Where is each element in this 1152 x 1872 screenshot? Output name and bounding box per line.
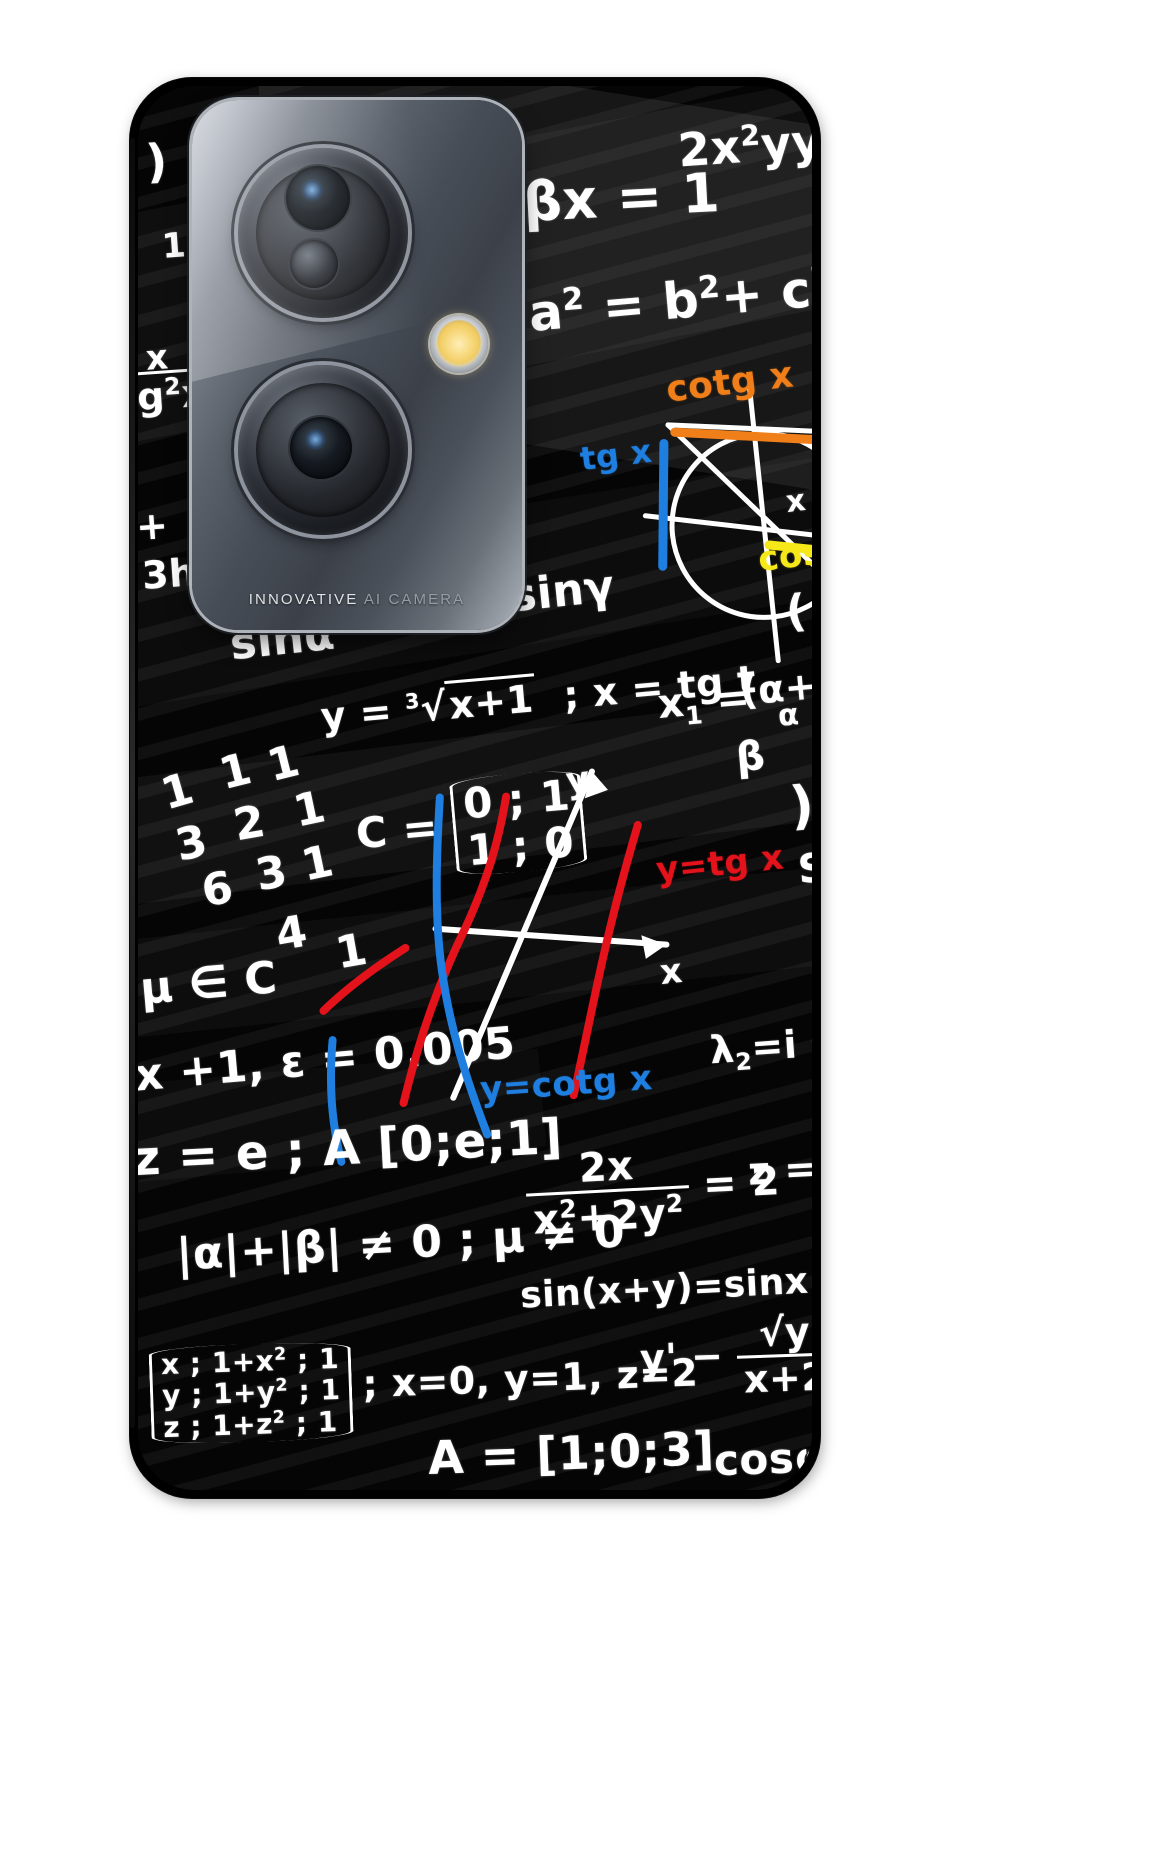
tangent-cotangent-graph <box>319 768 670 1166</box>
formula-y-prime: y' − √yx+2 = <box>639 1309 812 1404</box>
lens-glass-primary <box>286 166 350 230</box>
camera-lens-wide <box>238 365 408 535</box>
camera-module: INNOVATIVE AI CAMERA <box>192 100 522 630</box>
formula-a-matrix: A = [1;0;3] <box>427 1421 716 1485</box>
camera-lens-primary <box>238 148 408 318</box>
lens-reflection <box>301 178 324 201</box>
led-flash-icon <box>430 315 488 373</box>
camera-label-dim: AI CAMERA <box>358 591 466 608</box>
formula-cos-phi: cosφ: <box>713 1431 812 1486</box>
graph-axis-label-y: y <box>563 758 593 803</box>
unit-circle-diagram <box>642 383 812 664</box>
lens-glass-secondary <box>290 240 338 288</box>
lens-glass-wide <box>290 417 352 479</box>
lens-reflection <box>304 429 326 451</box>
case-left-rim <box>130 138 135 1428</box>
graph-axis-label-x: x <box>657 950 685 994</box>
formula-lambda2: λ2=i √ <box>708 1019 812 1077</box>
camera-branding-label: INNOVATIVE AI CAMERA <box>192 591 522 608</box>
formula-z-equals: z = <box>746 1146 812 1194</box>
camera-label-strong: INNOVATIVE <box>248 591 359 608</box>
phone-back-cover: 2x2yy' βx = 1 a2 = b2+ c2− 2b x g2x + 3h… <box>130 78 820 1498</box>
